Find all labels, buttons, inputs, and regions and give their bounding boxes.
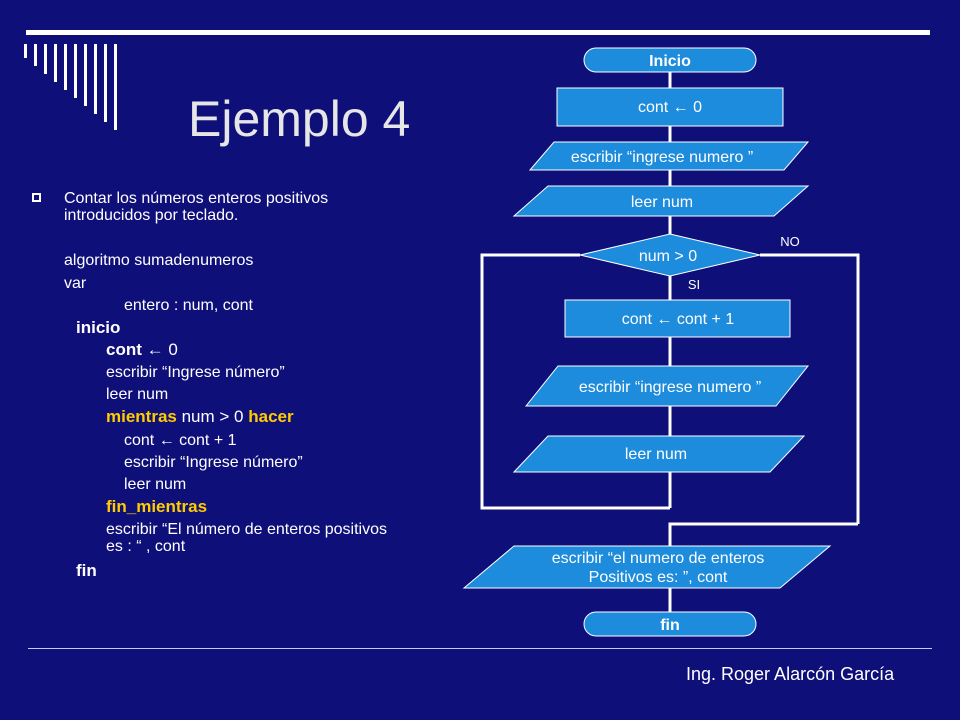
code-line-leer2: leer num <box>124 476 187 493</box>
code-line-cont0: cont ← 0 <box>106 341 178 358</box>
code-line-cont-inc: cont ← cont + 1 <box>124 432 237 449</box>
code-cont-rest: ← 0 <box>141 340 178 359</box>
fin-terminal <box>583 611 757 637</box>
final-output-label-line2: Positivos es: ”, cont <box>589 569 728 586</box>
escribir2-io <box>524 365 810 407</box>
escribir2-label: escribir “ingrese numero ” <box>579 379 761 396</box>
code-line-mientras: mientras num > 0 hacer <box>106 408 294 425</box>
code-line-escribir3a: escribir “El número de enteros positivos <box>106 521 388 538</box>
leer2-label: leer num <box>625 446 687 463</box>
code-line-var: var <box>64 275 87 292</box>
leer1-io <box>512 185 810 217</box>
exit-merge-line <box>668 522 858 546</box>
si-label: SI <box>688 277 700 292</box>
code-line-algoritmo: algoritmo sumadenumeros <box>64 252 254 269</box>
escribir1-label: escribir “ingrese numero ” <box>571 149 753 166</box>
code-line-escribir2: escribir “Ingrese número” <box>124 454 303 471</box>
code-line-escribir3b: es : “ , cont <box>106 538 186 555</box>
inicio-terminal <box>583 47 757 73</box>
bullet-text-line2: introducidos por teclado. <box>64 207 239 224</box>
inicio-label: Inicio <box>649 53 691 70</box>
code-line-fin: fin <box>76 561 97 580</box>
no-label: NO <box>780 234 800 249</box>
no-branch-line <box>760 253 860 524</box>
code-line-escribir1: escribir “Ingrese número” <box>106 364 285 381</box>
code-line-leer1: leer num <box>106 386 169 403</box>
loop-back-line <box>480 253 670 510</box>
code-cont-keyword: cont <box>106 340 142 359</box>
bullet-text-line1: Contar los números enteros positivos <box>64 190 329 207</box>
increment-process <box>564 299 791 338</box>
keyword-hacer: hacer <box>248 407 294 426</box>
condition-decision <box>579 233 761 277</box>
mientras-condition: num > 0 <box>176 407 249 426</box>
code-line-entero: entero : num, cont <box>124 297 253 314</box>
top-rule <box>26 30 930 35</box>
condition-label: num > 0 <box>639 248 697 265</box>
cont0-label: cont ← 0 <box>638 99 702 116</box>
bottom-rule <box>28 648 932 649</box>
leer1-label: leer num <box>631 194 693 211</box>
leer2-io <box>512 435 806 473</box>
final-output-label-line1: escribir “el numero de enteros <box>552 550 765 567</box>
final-output-io <box>462 545 832 589</box>
fin-label: fin <box>660 617 680 634</box>
escribir1-io <box>528 141 810 171</box>
slide-title: Ejemplo 4 <box>188 91 411 147</box>
cont0-process <box>556 87 784 127</box>
increment-label: cont ← cont + 1 <box>622 311 735 328</box>
keyword-mientras: mientras <box>106 407 177 426</box>
footer-author: Ing. Roger Alarcón García <box>686 664 895 684</box>
code-line-fin-mientras: fin_mientras <box>106 497 208 516</box>
bullet-icon <box>32 193 41 202</box>
code-line-inicio: inicio <box>76 318 121 337</box>
